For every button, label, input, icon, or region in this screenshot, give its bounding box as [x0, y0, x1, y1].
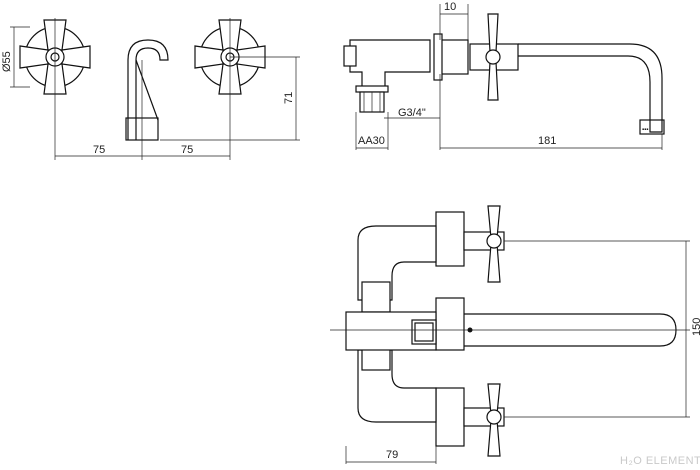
dim-spacing-left: 75 — [93, 144, 105, 156]
dim-height-150: 150 — [691, 318, 700, 336]
svg-text:▪▪▪: ▪▪▪ — [642, 127, 648, 133]
top-view: 150 79 — [330, 205, 700, 464]
side-view: ▪▪▪ 10 G3/4" AA30 181 — [343, 1, 665, 150]
front-view: Ø55 71 75 75 — [1, 18, 300, 160]
watermark: H₂O ELEMENT — [620, 455, 700, 467]
spout-front — [125, 39, 169, 141]
dim-across-flats: AA30 — [358, 135, 385, 147]
dim-spout-181: 181 — [538, 135, 556, 147]
dim-handle-diameter: Ø55 — [1, 51, 13, 72]
dim-height-71: 71 — [283, 92, 295, 104]
dim-wall-10: 10 — [444, 1, 456, 13]
dim-depth-79: 79 — [386, 449, 398, 461]
dim-spacing-right: 75 — [181, 144, 193, 156]
left-handle-front — [19, 19, 91, 95]
dim-thread: G3/4" — [398, 107, 426, 119]
